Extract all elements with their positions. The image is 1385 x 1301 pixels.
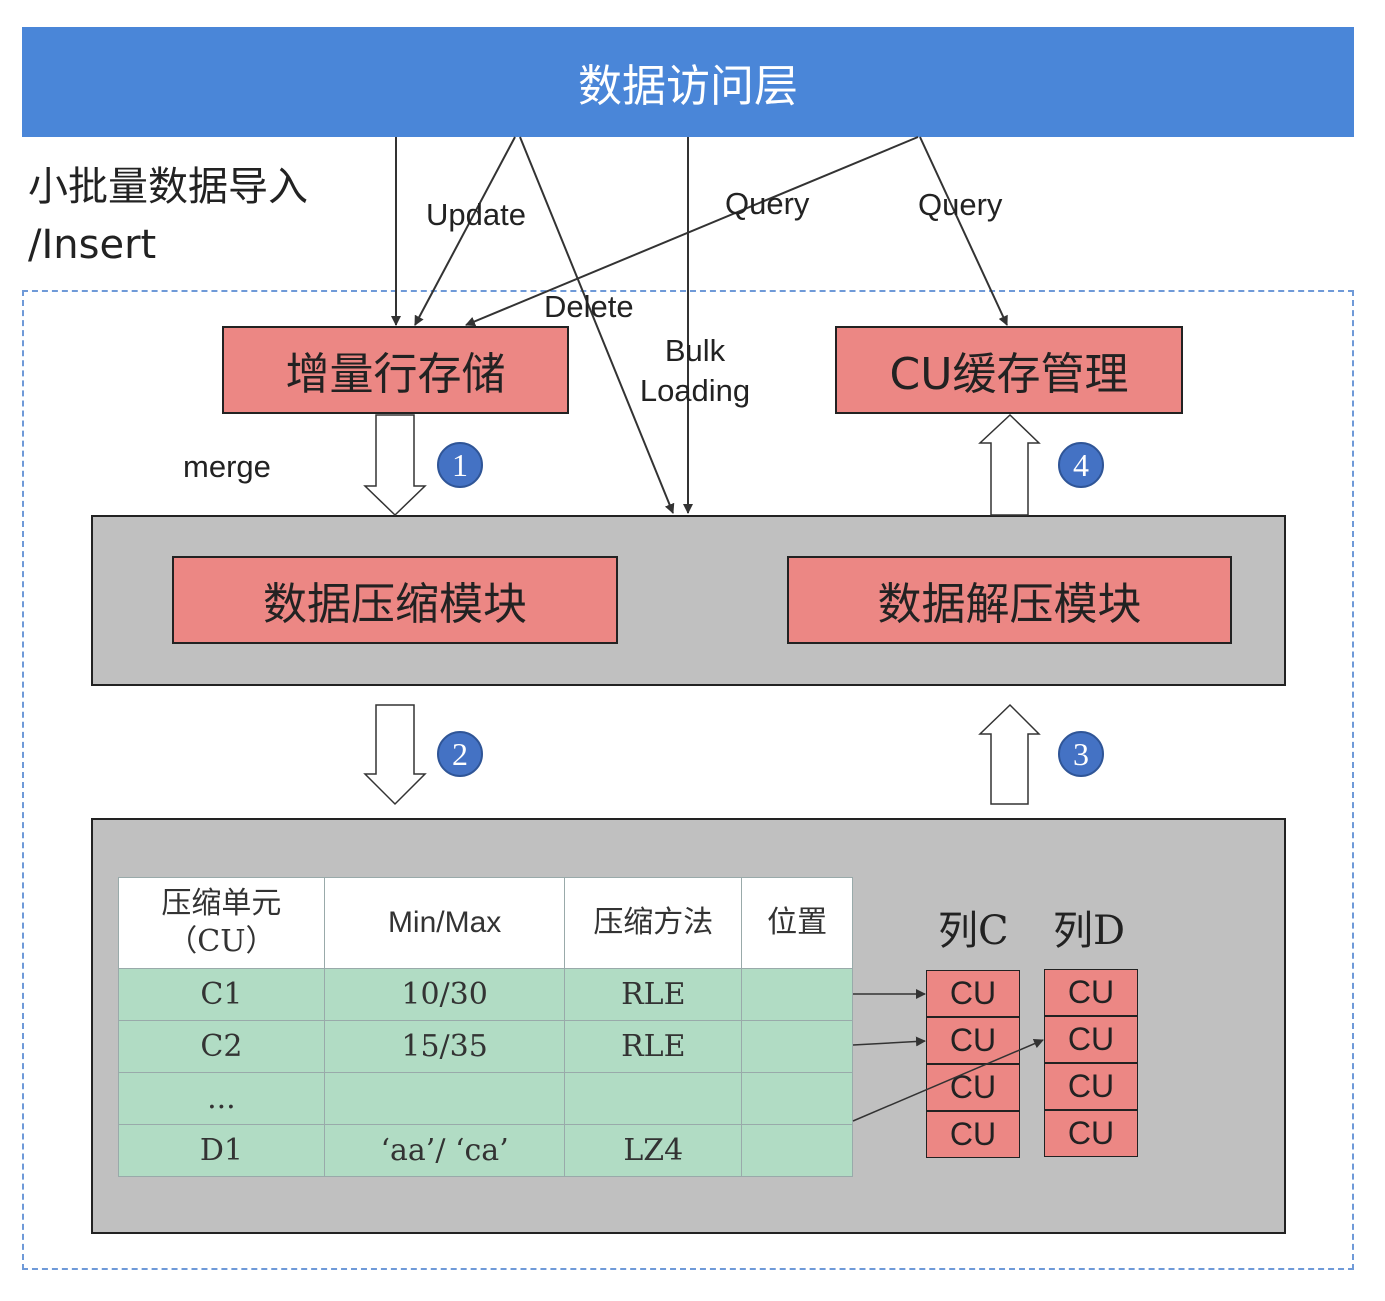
row-store-box: 增量行存储 [222, 326, 569, 414]
step-badge-2: 2 [437, 731, 483, 777]
merge-label: merge [183, 449, 271, 484]
cell-cu: C2 [118, 1020, 325, 1073]
query-left-label: Query [725, 186, 810, 221]
table-row: C2 15/35 RLE [118, 1020, 853, 1073]
step-badge-3: 3 [1058, 731, 1104, 777]
cell-method: RLE [564, 1020, 743, 1073]
cell-position [741, 1124, 853, 1177]
cell-min-max [323, 1072, 566, 1125]
cell-position [741, 1020, 853, 1073]
step-badge-1: 1 [437, 442, 483, 488]
table-row: D1 ‘aa’/ ‘ca’ LZ4 [118, 1124, 853, 1177]
cell-position [741, 968, 853, 1021]
cu-block-d: CU [1044, 1016, 1138, 1063]
cell-position [741, 1072, 853, 1125]
cell-min-max: ‘aa’/ ‘ca’ [323, 1124, 566, 1177]
cell-cu: ... [118, 1072, 325, 1125]
cu-block-c: CU [926, 970, 1020, 1017]
step-badge-4: 4 [1058, 442, 1104, 488]
table-row: ... [118, 1072, 853, 1125]
column-c-title: 列C [938, 908, 1009, 954]
data-access-layer-title: 数据访问层 [578, 61, 798, 112]
cu-block-c: CU [926, 1064, 1020, 1111]
column-d-title: 列D [1053, 908, 1126, 954]
cell-method: LZ4 [564, 1124, 743, 1177]
cell-min-max: 10/30 [323, 968, 566, 1021]
cu-cache-box: CU缓存管理 [835, 326, 1183, 414]
header-compress-method: 压缩方法 [564, 877, 743, 969]
header-cu: 压缩单元 （CU） [118, 877, 325, 969]
bulk-loading-label: Bulk Loading [639, 333, 751, 408]
decompress-module-box: 数据解压模块 [787, 556, 1232, 644]
decompress-module-label: 数据解压模块 [877, 579, 1142, 630]
cell-min-max: 15/35 [323, 1020, 566, 1073]
compress-module-label: 数据压缩模块 [263, 579, 527, 630]
cu-cache-label: CU缓存管理 [889, 349, 1129, 400]
cell-cu: D1 [118, 1124, 325, 1177]
cell-method: RLE [564, 968, 743, 1021]
row-store-label: 增量行存储 [285, 349, 506, 400]
cu-block-c: CU [926, 1017, 1020, 1064]
small-batch-import-note: 小批量数据导入 /Insert [28, 164, 308, 268]
cu-block-c: CU [926, 1111, 1020, 1158]
header-position: 位置 [741, 877, 853, 969]
update-label: Update [426, 197, 526, 232]
cell-cu: C1 [118, 968, 325, 1021]
table-row: C1 10/30 RLE [118, 968, 853, 1021]
cu-block-d: CU [1044, 1110, 1138, 1157]
cu-block-d: CU [1044, 1063, 1138, 1110]
query-right-label: Query [918, 187, 1003, 222]
cu-block-d: CU [1044, 969, 1138, 1016]
data-access-layer: 数据访问层 [22, 27, 1354, 137]
cu-metadata-table: 压缩单元 （CU） Min/Max 压缩方法 位置 C1 10/30 RLE C… [118, 877, 853, 1177]
header-min-max: Min/Max [323, 877, 566, 969]
cell-method [564, 1072, 743, 1125]
table-header-row: 压缩单元 （CU） Min/Max 压缩方法 位置 [118, 877, 853, 969]
delete-label: Delete [544, 289, 634, 324]
compress-module-box: 数据压缩模块 [172, 556, 618, 644]
